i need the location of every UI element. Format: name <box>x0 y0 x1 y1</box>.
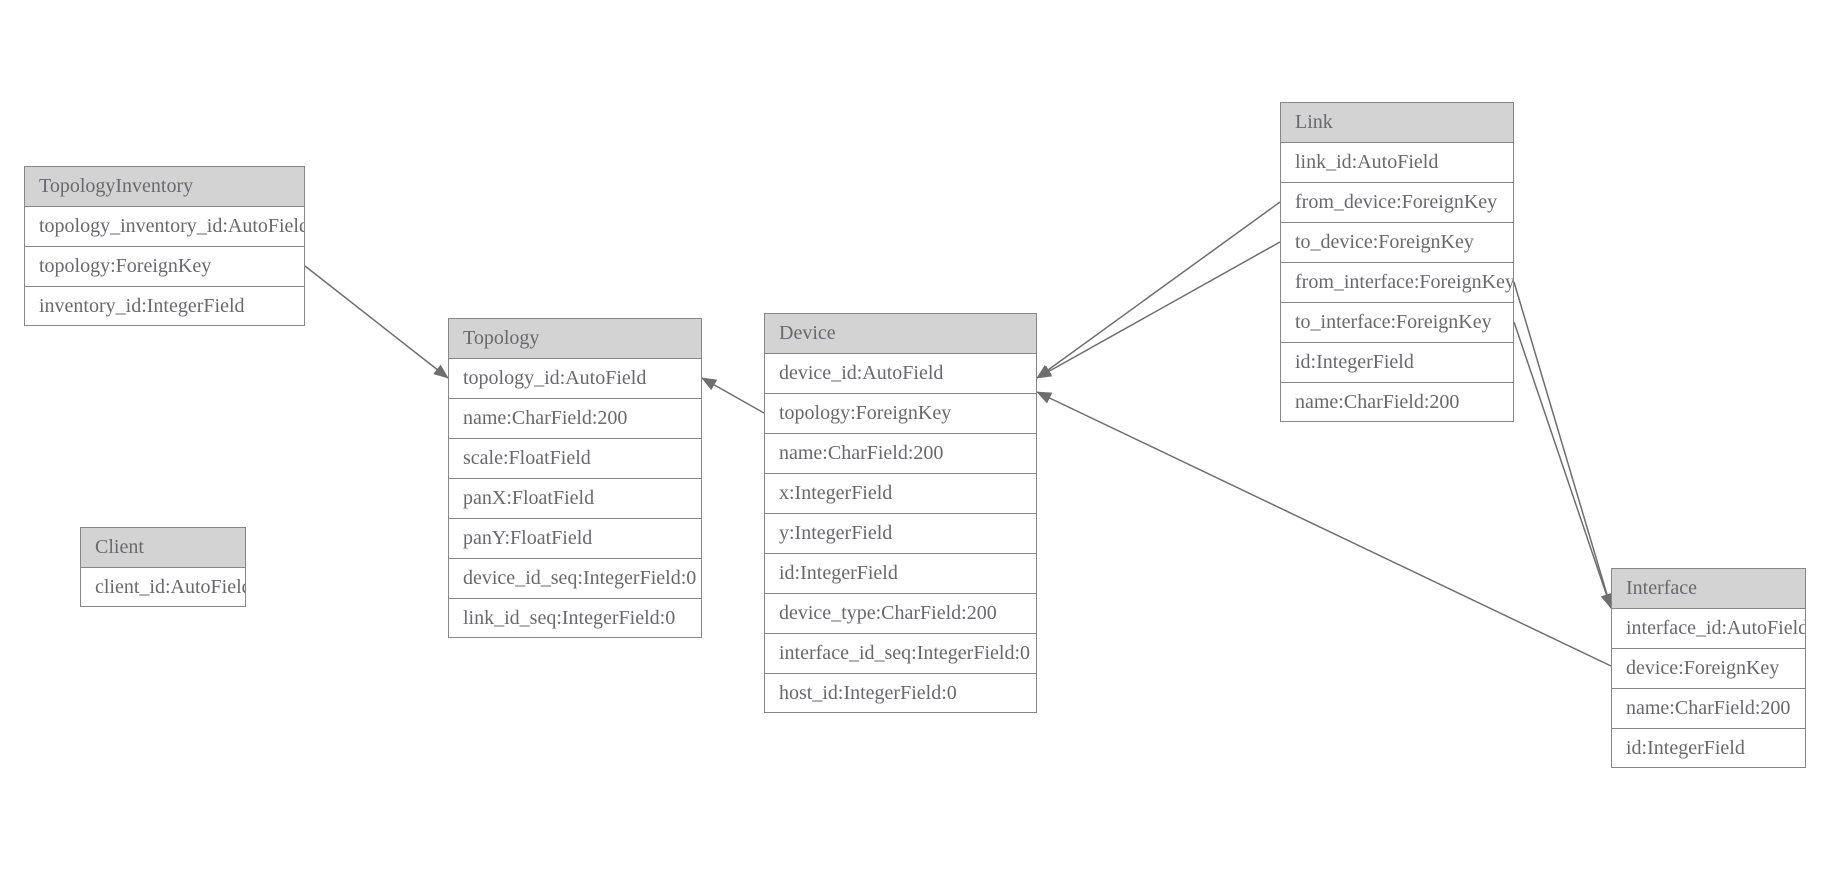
entity-field-row[interactable]: device_type:CharField:200 <box>765 594 1036 634</box>
entity-field-row[interactable]: client_id:AutoField <box>81 568 245 606</box>
entity-field-row[interactable]: id:IntegerField <box>1612 729 1805 767</box>
entity-field-row[interactable]: to_device:ForeignKey <box>1281 223 1513 263</box>
entity-field-row[interactable]: interface_id_seq:IntegerField:0 <box>765 634 1036 674</box>
entity-title-topology_inventory: TopologyInventory <box>25 167 304 207</box>
entity-field-row[interactable]: name:CharField:200 <box>449 399 701 439</box>
entity-field-row[interactable]: device_id_seq:IntegerField:0 <box>449 559 701 599</box>
entity-field-row[interactable]: name:CharField:200 <box>765 434 1036 474</box>
entity-field-row[interactable]: y:IntegerField <box>765 514 1036 554</box>
entity-title-link: Link <box>1281 103 1513 143</box>
entity-field-row[interactable]: id:IntegerField <box>765 554 1036 594</box>
entity-field-row[interactable]: topology:ForeignKey <box>25 247 304 287</box>
entity-field-row[interactable]: topology_id:AutoField <box>449 359 701 399</box>
entity-field-row[interactable]: x:IntegerField <box>765 474 1036 514</box>
entity-field-row[interactable]: panY:FloatField <box>449 519 701 559</box>
entity-field-row[interactable]: link_id:AutoField <box>1281 143 1513 183</box>
entity-field-row[interactable]: link_id_seq:IntegerField:0 <box>449 599 701 637</box>
entity-title-client: Client <box>81 528 245 568</box>
relationship-link-to_device[interactable] <box>1036 241 1281 379</box>
entity-field-row[interactable]: host_id:IntegerField:0 <box>765 674 1036 712</box>
entity-field-row[interactable]: from_interface:ForeignKey <box>1281 263 1513 303</box>
entity-title-interface: Interface <box>1612 569 1805 609</box>
entity-field-row[interactable]: to_interface:ForeignKey <box>1281 303 1513 343</box>
entity-field-row[interactable]: device_id:AutoField <box>765 354 1036 394</box>
entity-title-device: Device <box>765 314 1036 354</box>
relationship-device-topology[interactable] <box>701 377 765 414</box>
relationship-link-to_interface[interactable] <box>1513 321 1613 609</box>
relationship-link-from_device[interactable] <box>1036 201 1281 379</box>
entity-field-row[interactable]: from_device:ForeignKey <box>1281 183 1513 223</box>
entity-field-row[interactable]: id:IntegerField <box>1281 343 1513 383</box>
entity-field-row[interactable]: panX:FloatField <box>449 479 701 519</box>
relationship-link-from_interface[interactable] <box>1513 281 1613 609</box>
entity-field-row[interactable]: interface_id:AutoField <box>1612 609 1805 649</box>
entity-title-topology: Topology <box>449 319 701 359</box>
entity-field-row[interactable]: inventory_id:IntegerField <box>25 287 304 325</box>
entity-field-row[interactable]: name:CharField:200 <box>1612 689 1805 729</box>
relationship-topologyinventory-topology[interactable] <box>304 265 449 379</box>
entity-field-row[interactable]: topology:ForeignKey <box>765 394 1036 434</box>
entity-field-row[interactable]: scale:FloatField <box>449 439 701 479</box>
entity-field-row[interactable]: name:CharField:200 <box>1281 383 1513 421</box>
relationship-interface-device[interactable] <box>1036 391 1612 667</box>
entity-field-row[interactable]: topology_inventory_id:AutoField <box>25 207 304 247</box>
entity-field-row[interactable]: device:ForeignKey <box>1612 649 1805 689</box>
